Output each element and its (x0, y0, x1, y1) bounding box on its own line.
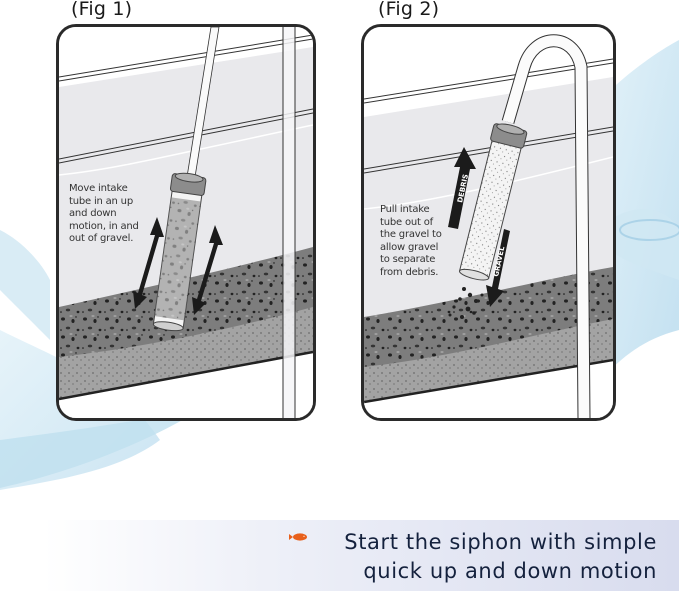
banner-text: Start the siphon with simple quick up an… (344, 528, 657, 586)
banner-line-1: Start the siphon with simple (344, 530, 657, 554)
caption-line: Pull intake (380, 204, 430, 215)
caption-line: to separate (380, 254, 436, 265)
fig2-caption: Pull intake tube out of the gravel to al… (380, 204, 460, 279)
caption-line: motion, in and (69, 220, 139, 232)
double-arrow-left (133, 217, 164, 309)
caption-line: tube in an up (69, 195, 133, 207)
banner-line-2: quick up and down motion (363, 559, 657, 583)
fig1-illustration (59, 27, 313, 418)
caption-line: from debris. (380, 266, 439, 278)
fig1-panel: Move intake tube in an up and down motio… (56, 24, 316, 421)
caption-line: out of gravel. (69, 233, 134, 244)
caption-line: the gravel to (380, 229, 442, 240)
caption-line: and down (69, 208, 117, 219)
caption-line: Move intake (69, 183, 128, 194)
fig2-panel: DEBRIS GRAVEL Pull intake tube out of th… (361, 24, 616, 421)
caption-line: tube out of (380, 216, 433, 228)
fig2-illustration: DEBRIS GRAVEL (364, 27, 613, 418)
fish-icon (289, 533, 307, 541)
caption-line: allow gravel (380, 241, 439, 253)
fig1-title: (Fig 1) (71, 0, 133, 20)
instruction-banner: Start the siphon with simple quick up an… (43, 520, 679, 591)
double-arrow-right (192, 225, 223, 315)
fig2-title: (Fig 2) (378, 0, 440, 20)
fig1-caption: Move intake tube in an up and down motio… (69, 183, 149, 246)
